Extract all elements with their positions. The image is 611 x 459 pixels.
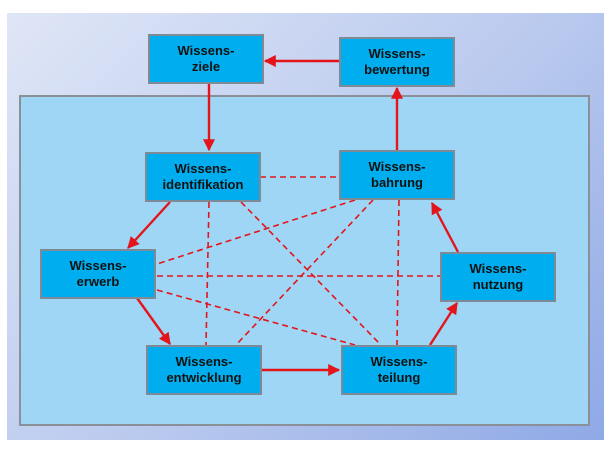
dashed-link-bahrung-erwerb — [156, 199, 356, 265]
node-label-line1: Wissens- — [175, 354, 233, 369]
node-label-line2: identifikation — [162, 177, 244, 192]
node-wissensnutzung: Wissens- nutzung — [440, 252, 556, 302]
node-label-line1: Wissens- — [69, 258, 127, 273]
dashed-link-identifikation-entwicklung — [205, 201, 210, 346]
node-wissensidentifikation: Wissens- identifikation — [145, 152, 261, 202]
node-wissensziele: Wissens- ziele — [148, 34, 264, 84]
arrow-nutzung-to-bahrung — [430, 201, 460, 253]
dashed-link-bahrung-teilung — [396, 199, 400, 346]
node-label-line2: nutzung — [472, 277, 524, 292]
node-label-line2: bahrung — [371, 175, 423, 190]
dashed-link-identifikation-teilung — [240, 201, 382, 346]
node-label-line2: erwerb — [76, 274, 120, 289]
dashed-link-bahrung-entwicklung — [235, 199, 374, 346]
node-label-line1: Wissens- — [368, 46, 426, 61]
node-wissensteilung: Wissens- teilung — [341, 345, 457, 395]
node-label-line1: Wissens- — [174, 161, 232, 176]
node-wissensbewertung: Wissens- bewertung — [339, 37, 455, 87]
node-wissensentwicklung: Wissens- entwicklung — [146, 345, 262, 395]
node-label-line1: Wissens- — [177, 43, 235, 58]
node-label-line2: bewertung — [364, 62, 430, 77]
node-label-line2: entwicklung — [166, 370, 242, 385]
node-label-line1: Wissens- — [469, 261, 527, 276]
dashed-link-erwerb-teilung — [156, 289, 356, 346]
arrow-erwerb-to-entwicklung — [136, 297, 171, 345]
node-wissensbahrung: Wissens- bahrung — [339, 150, 455, 200]
arrow-teilung-to-nutzung — [428, 301, 459, 346]
node-label-line1: Wissens- — [368, 159, 426, 174]
node-wissenserwerb: Wissens- erwerb — [40, 249, 156, 299]
node-label-line2: ziele — [191, 59, 221, 74]
node-label-line2: teilung — [377, 370, 421, 385]
node-label-line1: Wissens- — [370, 354, 428, 369]
arrow-identifikation-to-erwerb — [127, 201, 171, 249]
